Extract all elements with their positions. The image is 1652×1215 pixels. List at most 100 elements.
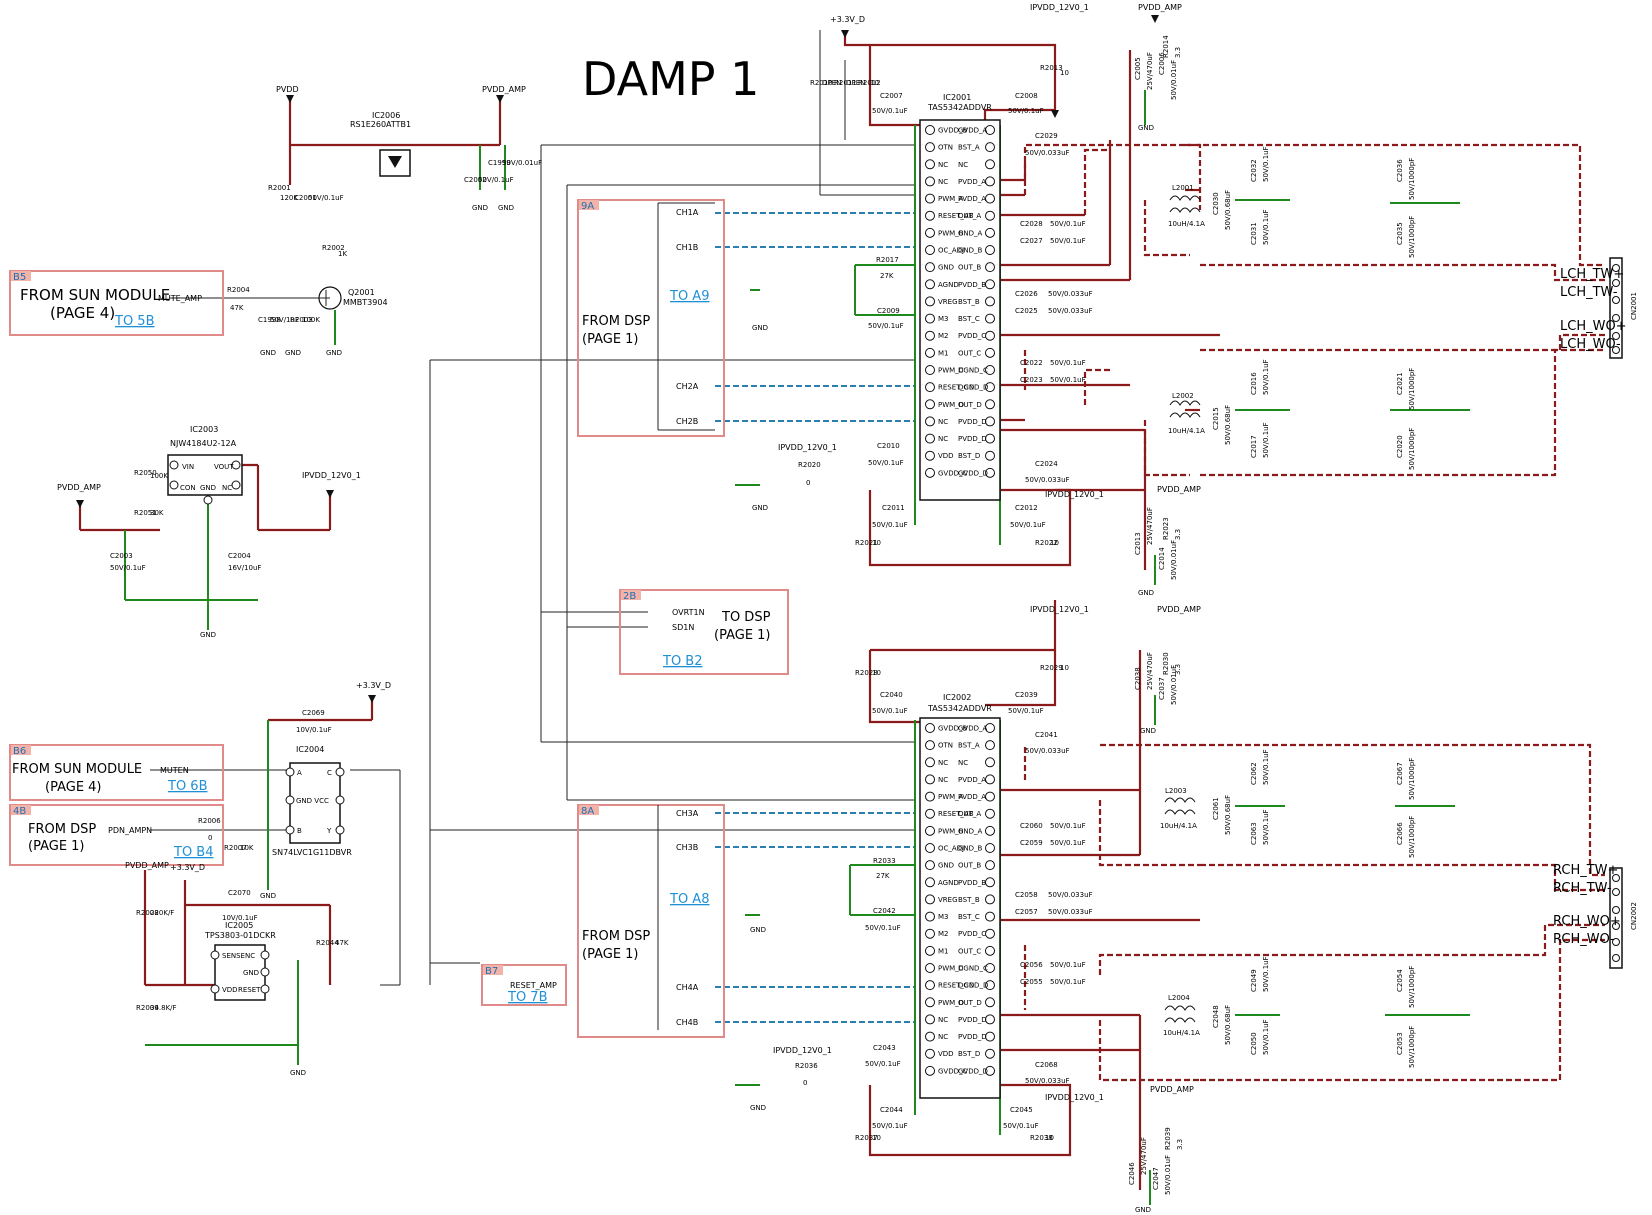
amp-pin-left [925, 347, 935, 358]
svg-text:50V/0.68uF: 50V/0.68uF [1224, 405, 1232, 445]
svg-text:IPVDD_12V0_1: IPVDD_12V0_1 [1030, 3, 1089, 12]
svg-text:IC2005: IC2005 [225, 921, 253, 930]
link-to-7b[interactable]: TO 7B [507, 990, 548, 1005]
amp-pin-label: NC [938, 759, 948, 767]
svg-text:C2005: C2005 [1134, 57, 1142, 80]
amp-pin-left [925, 142, 935, 153]
link-to-a8[interactable]: TO A8 [669, 892, 709, 907]
amp-pin-label: OUT_B [958, 862, 981, 870]
amp-pin-right [985, 1065, 995, 1076]
svg-text:50V/0.01uF: 50V/0.01uF [1164, 1155, 1172, 1195]
svg-text:C2044: C2044 [880, 1106, 903, 1114]
amp-pin-label: VREG [938, 298, 958, 306]
svg-text:R2014: R2014 [1162, 35, 1170, 58]
power-wires [78, 30, 1220, 1190]
block-b4[interactable]: 4B FROM DSP (PAGE 1) TO B4 PDN_AMPN [9, 804, 224, 866]
svg-text:27K: 27K [876, 872, 890, 880]
amp-pin-label: PVDD_C [958, 930, 986, 938]
amp-pin-right [985, 877, 995, 888]
link-to-5b[interactable]: TO 5B [114, 314, 155, 329]
svg-text:(PAGE 4): (PAGE 4) [45, 780, 102, 795]
amp-pin-right [985, 1014, 995, 1025]
amp-pin-right [985, 210, 995, 221]
amp-pin-label: BST_A [958, 742, 980, 750]
amp-pin-label: BST_C [958, 913, 980, 921]
svg-text:0: 0 [806, 479, 810, 487]
amp-pin-label: GVDD_C [938, 469, 967, 477]
inductors: L2001 10uH/4.1A L2002 10uH/4.1A L2003 10… [1160, 184, 1205, 1037]
svg-text:C2001: C2001 [294, 194, 317, 202]
svg-text:C1998: C1998 [258, 316, 281, 324]
svg-text:C2048: C2048 [1212, 1005, 1220, 1028]
amp-pin-label: PWM_C [938, 965, 964, 973]
svg-text:NJW4184U2-12A: NJW4184U2-12A [170, 439, 237, 448]
svg-text:50V/0.1uF: 50V/0.1uF [872, 521, 908, 529]
svg-text:50V/0.1uF: 50V/0.1uF [1262, 1019, 1270, 1055]
amp-pin-label: PVDD_D [958, 435, 987, 443]
amp-pin-label: VREG [938, 896, 958, 904]
amp-pin-label: PVDD_B [958, 281, 986, 289]
svg-text:C2063: C2063 [1250, 822, 1258, 845]
link-to-a9[interactable]: TO A9 [669, 289, 709, 304]
amp-pin-label: PVDD_B [958, 879, 986, 887]
svg-text:GND: GND [290, 1069, 306, 1077]
svg-text:9A: 9A [581, 201, 594, 212]
svg-text:10uH/4.1A: 10uH/4.1A [1163, 1029, 1200, 1037]
svg-text:PVDD_AMP: PVDD_AMP [1157, 485, 1201, 494]
svg-text:RESET_AMP: RESET_AMP [510, 981, 557, 990]
block-a8[interactable]: 8A FROM DSP (PAGE 1) TO A8 CH3A CH3B CH4… [577, 804, 725, 1038]
ic2005-supervisor: IC2005 TPS3803-01DCKR SENSE NC GND VDD R… [204, 921, 276, 1001]
svg-text:C2056: C2056 [1020, 961, 1043, 969]
amp-pin-left [925, 774, 935, 785]
block-b7[interactable]: B7 RESET_AMP TO 7B [481, 964, 567, 1006]
svg-text:C2028: C2028 [1020, 220, 1043, 228]
amp-pin-left [925, 791, 935, 802]
amp-pin-right [985, 347, 995, 358]
block-b5[interactable]: B5 FROM SUN MODULE (PAGE 4) TO 5B MUTE_A… [9, 270, 224, 336]
svg-text:IC2003: IC2003 [190, 425, 218, 434]
link-to-b2[interactable]: TO B2 [662, 654, 703, 669]
svg-text:+3.3V_D: +3.3V_D [830, 15, 865, 24]
svg-text:B6: B6 [13, 746, 26, 757]
svg-text:NC: NC [245, 952, 255, 960]
amp-pin-label: DGND_C [958, 965, 988, 973]
amp-pin-label: GVDD_A [958, 725, 987, 733]
svg-text:C2020: C2020 [1396, 435, 1404, 458]
amp-pin-label: GVDD_B [938, 725, 967, 733]
block-a9[interactable]: 9A FROM DSP (PAGE 1) TO A9 CH1A CH1B CH2… [577, 199, 725, 437]
svg-text:100K: 100K [150, 472, 168, 480]
amp-pin-right [985, 416, 995, 427]
svg-text:CH1A: CH1A [676, 208, 699, 217]
svg-text:R2028: R2028 [855, 669, 878, 677]
svg-text:Q2001: Q2001 [348, 288, 375, 297]
svg-text:50V/0.033uF: 50V/0.033uF [1048, 307, 1093, 315]
amp-pin-label: NC [938, 161, 948, 169]
amp-pin-left [925, 416, 935, 427]
svg-text:CH2B: CH2B [676, 417, 698, 426]
svg-text:50V/0.1uF: 50V/0.1uF [872, 707, 908, 715]
amp-pin-left [925, 825, 935, 836]
svg-text:50V/1000pF: 50V/1000pF [1408, 216, 1416, 258]
block-b2[interactable]: 2B TO DSP (PAGE 1) TO B2 OVRT1N SD1N [619, 589, 789, 675]
svg-text:50V/0.1uF: 50V/0.1uF [1262, 809, 1270, 845]
link-to-b4[interactable]: TO B4 [173, 845, 214, 860]
amp-pin-right [985, 279, 995, 290]
amp-pin-left [925, 1031, 935, 1042]
svg-text:R2006: R2006 [198, 817, 221, 825]
svg-text:50V/0.1uF: 50V/0.1uF [1003, 1122, 1039, 1130]
svg-text:RCH_WO+: RCH_WO+ [1553, 914, 1621, 929]
svg-text:GND VCC: GND VCC [296, 797, 329, 805]
amp-pin-label: BST_A [958, 144, 980, 152]
svg-text:R2021: R2021 [855, 539, 878, 547]
amp-pin-label: GND [938, 862, 954, 870]
amp-pin-label: M3 [938, 315, 949, 323]
svg-text:C2010: C2010 [877, 442, 900, 450]
block-b6[interactable]: B6 FROM SUN MODULE (PAGE 4) TO 6B MUTEN [9, 744, 224, 801]
svg-text:OVRT1N: OVRT1N [672, 608, 705, 617]
svg-text:CN2001: CN2001 [1630, 292, 1638, 320]
svg-text:RCH_WO-: RCH_WO- [1553, 932, 1615, 947]
amp-pin-label: DGND_C [958, 367, 988, 375]
svg-text:C2054: C2054 [1396, 969, 1404, 992]
link-to-6b[interactable]: TO 6B [167, 779, 208, 794]
amp-pin-label: PVDD_A [958, 793, 986, 801]
